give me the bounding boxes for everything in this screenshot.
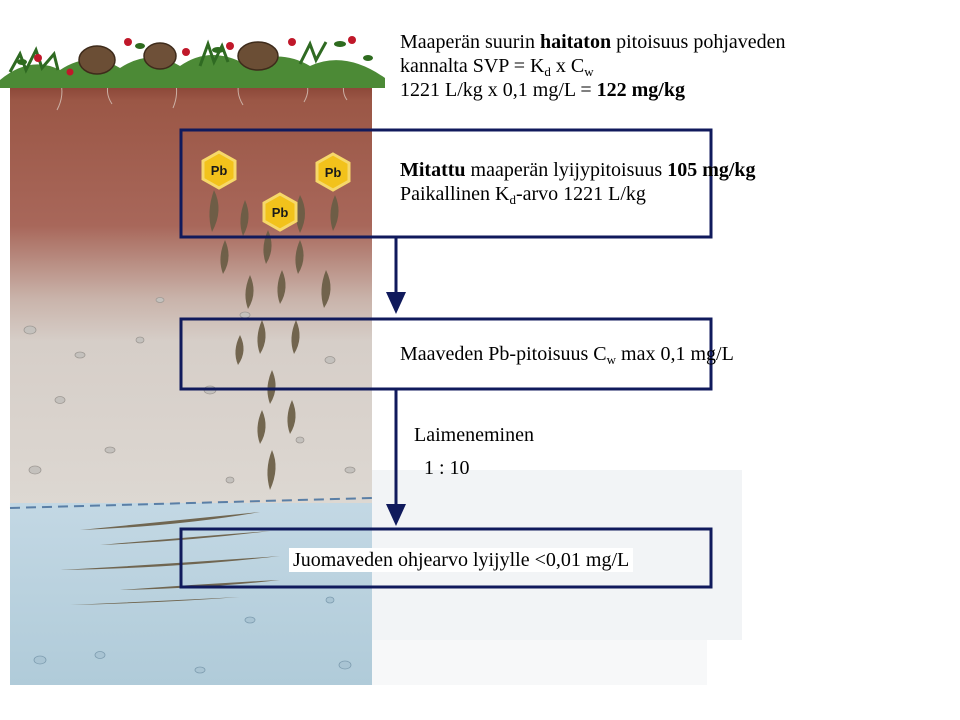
surface-vegetation xyxy=(0,36,385,88)
moss-icon xyxy=(0,54,385,88)
pb-hexagon-icon: Pb xyxy=(262,192,298,232)
pore-water-box xyxy=(179,317,713,391)
pinecone-icon xyxy=(143,42,177,70)
drinking-water-box xyxy=(179,527,713,589)
pinecone-icon xyxy=(237,41,279,71)
top-note-line-3: 1221 L/kg x 0,1 mg/L = 122 mg/kg xyxy=(400,79,685,101)
measured-lead-line-1: Mitattu maaperän lyijypitoisuus 105 mg/k… xyxy=(400,159,756,181)
top-note-line-2: kannalta SVP = Kd x Cw xyxy=(400,55,594,79)
groundwater-zone xyxy=(10,503,372,685)
drinking-water-text: Juomaveden ohjearvo lyijylle <0,01 mg/L xyxy=(289,548,634,572)
arrow-down-icon xyxy=(386,237,406,314)
pinecone-icon xyxy=(78,45,116,75)
measured-lead-box xyxy=(179,128,713,239)
dilution-label: Laimeneminen xyxy=(410,423,538,447)
lead-plume xyxy=(60,190,339,605)
pb-label: Pb xyxy=(325,165,342,180)
top-note: Maaperän suurin haitaton pitoisuus pohja… xyxy=(400,30,786,102)
measured-lead-text: Mitattu maaperän lyijypitoisuus 105 mg/k… xyxy=(400,158,756,206)
local-kd-line: Paikallinen Kd-arvo 1221 L/kg xyxy=(400,183,646,207)
pb-hexagon-icon: Pb xyxy=(315,152,351,192)
berry-icon xyxy=(34,36,356,76)
water-table-line xyxy=(9,497,373,509)
soil-column xyxy=(10,75,372,505)
pb-label: Pb xyxy=(211,163,228,178)
dilution-ratio: 1 : 10 xyxy=(424,457,470,479)
pb-label: Pb xyxy=(272,205,289,220)
top-note-line-1: Maaperän suurin haitaton pitoisuus pohja… xyxy=(400,31,786,53)
pore-water-text: Maaveden Pb-pitoisuus Cw max 0,1 mg/L xyxy=(400,343,734,367)
pb-hexagon-icon: Pb xyxy=(201,150,237,190)
arrow-down-icon xyxy=(386,389,406,526)
